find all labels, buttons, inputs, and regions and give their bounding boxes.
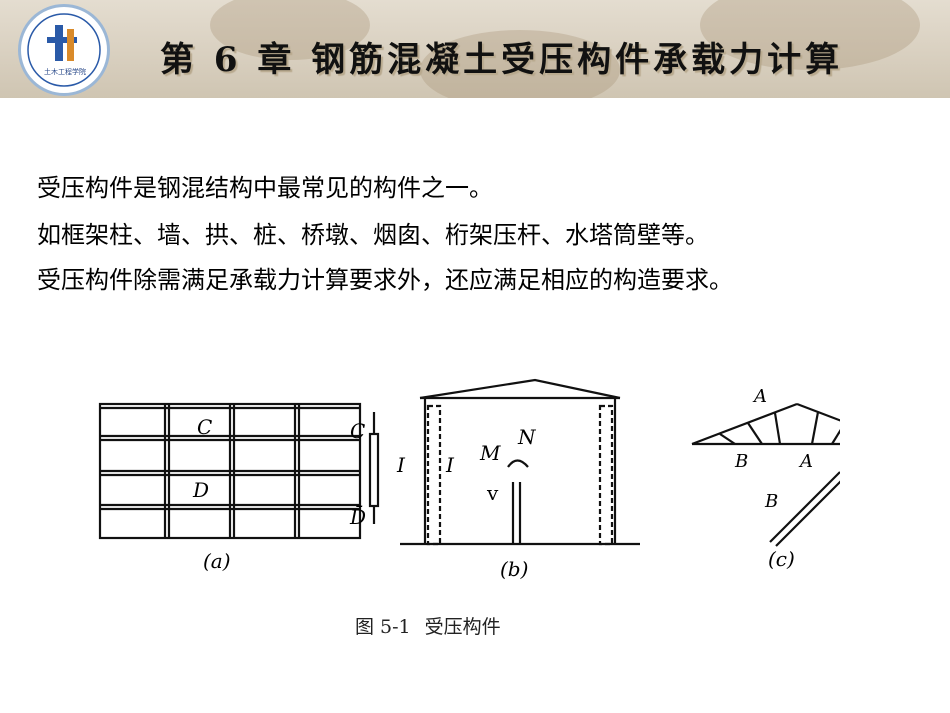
map-decoration [700, 0, 920, 70]
header-banner: 土木工程学院 第 6 章 钢筋混凝土受压构件承载力计算 [0, 0, 950, 98]
label-d: D [192, 478, 209, 502]
label-i-1: I [396, 453, 406, 477]
sublabel-c: (c) [768, 547, 795, 571]
label-v: v [486, 481, 499, 505]
label-axial-force: N [517, 425, 537, 449]
caption-number: 图 5-1 [355, 616, 411, 638]
label-b-member: B [764, 491, 778, 512]
figure-caption: 图 5-1 受压构件 [355, 612, 501, 639]
seal-emblem-icon [27, 13, 101, 87]
compression-members-figure: C D C D̄ (a) I I M N v (b) A B A B (c) [98, 378, 840, 581]
paragraph-line-3: 受压构件除需满足承载力计算要求外，还应满足相应的构造要求。 [37, 266, 733, 294]
map-decoration [420, 30, 620, 98]
sublabel-b: (b) [500, 557, 528, 581]
truss-diagram [691, 402, 840, 547]
caption-text: 受压构件 [424, 616, 501, 638]
building-diagram [400, 378, 640, 546]
sublabel-a: (a) [203, 549, 231, 573]
label-b-chord: B [734, 451, 748, 472]
page-title: 第 6 章 钢筋混凝土受压构件承载力计算 [160, 40, 844, 80]
paragraph-line-1: 受压构件是钢混结构中最常见的构件之一。 [37, 174, 493, 202]
label-c-member: C [350, 419, 365, 443]
seal-text: 土木工程学院 [44, 68, 86, 76]
label-c: C [197, 415, 212, 439]
label-i-2: I [445, 453, 455, 477]
paragraph-line-2: 如框架柱、墙、拱、桩、桥墩、烟囱、桁架压杆、水塔筒壁等。 [37, 221, 709, 249]
label-a-chord: A [798, 451, 813, 472]
map-decoration [210, 0, 370, 60]
label-d-member: D̄ [349, 504, 366, 529]
label-a-top: A [752, 386, 767, 407]
frame-diagram [98, 402, 380, 540]
label-moment: M [479, 441, 501, 465]
university-seal-logo: 土木工程学院 [18, 4, 110, 96]
